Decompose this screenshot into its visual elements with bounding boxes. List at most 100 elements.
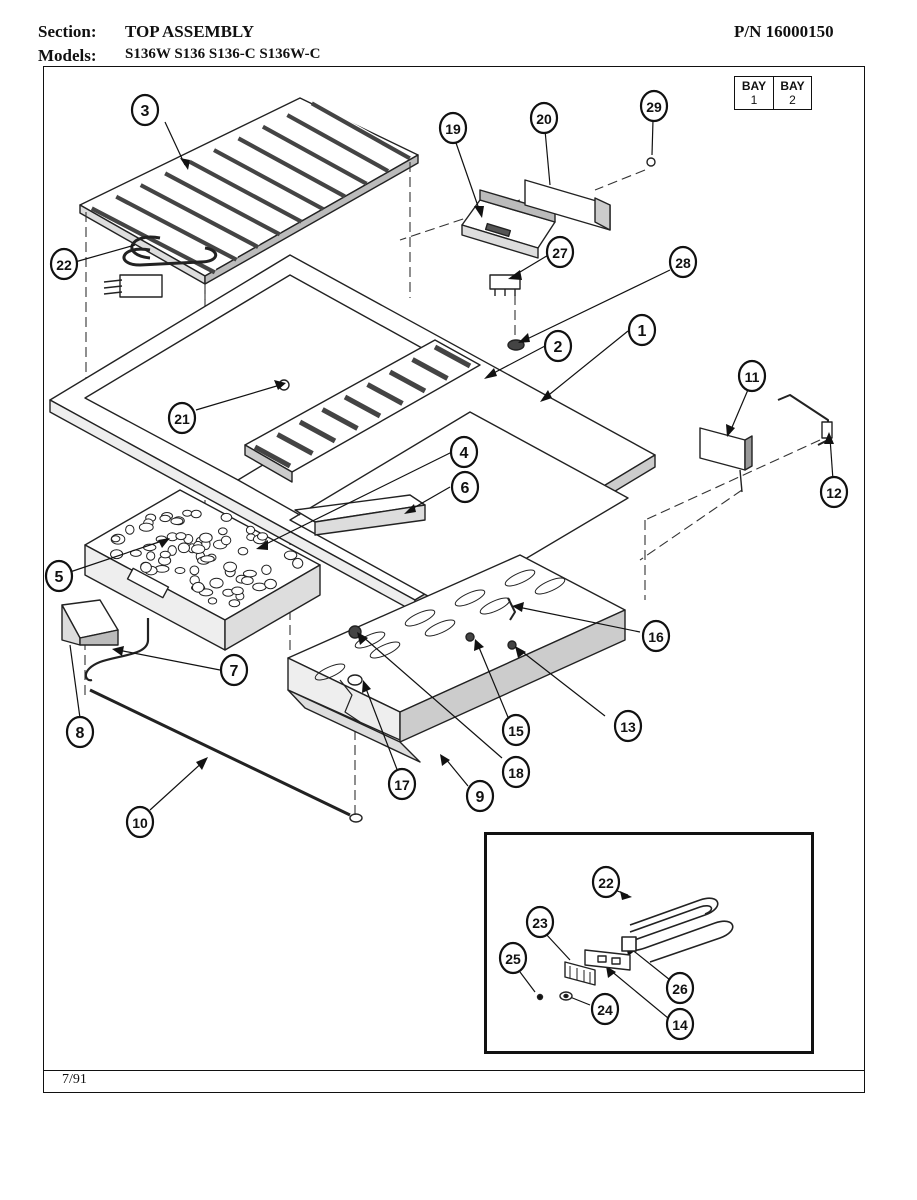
screw-29 xyxy=(646,157,656,167)
rock-tray-part xyxy=(84,489,321,651)
callout-6: 6 xyxy=(450,470,480,504)
lower-grill-grate-part xyxy=(244,339,481,483)
callout-number: 4 xyxy=(460,445,469,462)
callout-number: 19 xyxy=(445,121,461,137)
callout-number: 10 xyxy=(132,815,148,831)
callout-number: 27 xyxy=(552,245,568,261)
callout-number: 1 xyxy=(638,323,647,340)
callout-number: 7 xyxy=(230,663,239,680)
center-bracket-part xyxy=(294,494,426,536)
washer-17 xyxy=(347,674,363,686)
bottom-pan-part xyxy=(287,554,626,763)
models-label: Models: xyxy=(38,46,97,65)
callout-number: 22 xyxy=(598,875,614,891)
callout-number: 17 xyxy=(394,777,410,793)
callout-14: 14 xyxy=(665,1007,695,1041)
inset-nut-24 xyxy=(559,991,573,1001)
revision-date: 7/91 xyxy=(62,1072,87,1087)
callout-number: 29 xyxy=(646,99,662,115)
power-cord-part xyxy=(84,618,150,682)
bay-1-number: 1 xyxy=(750,93,758,107)
callout-number: 26 xyxy=(672,981,688,997)
callout-9: 9 xyxy=(465,779,495,813)
callout-number: 5 xyxy=(55,569,64,586)
callout-2: 2 xyxy=(543,329,573,363)
callout-number: 13 xyxy=(620,719,636,735)
screw-13 xyxy=(507,640,517,650)
callout-7: 7 xyxy=(219,653,249,687)
callout-23: 23 xyxy=(525,905,555,939)
heating-element-part xyxy=(103,235,218,298)
footer-divider xyxy=(43,1070,865,1071)
callout-number: 11 xyxy=(745,369,760,385)
callout-number: 6 xyxy=(461,480,470,497)
vent-cap-part xyxy=(461,189,556,259)
callout-number: 12 xyxy=(826,485,842,501)
inset-terminal-block-23 xyxy=(564,961,596,986)
bracket-20-part xyxy=(524,179,611,231)
callout-28: 28 xyxy=(668,245,698,279)
callout-number: 20 xyxy=(536,111,552,127)
section-title: TOP ASSEMBLY xyxy=(125,22,254,41)
callout-3: 3 xyxy=(130,93,160,127)
callout-19: 19 xyxy=(438,111,468,145)
element-detail-inset xyxy=(484,832,814,1054)
diagram-frame xyxy=(43,66,865,1093)
callout-number: 28 xyxy=(675,255,691,271)
callout-12: 12 xyxy=(819,475,849,509)
callout-number: 18 xyxy=(508,765,524,781)
callout-number: 25 xyxy=(505,951,521,967)
callout-27: 27 xyxy=(545,235,575,269)
callout-5: 5 xyxy=(44,559,74,593)
callout-29: 29 xyxy=(639,89,669,123)
grill-grate-part xyxy=(79,97,419,285)
rod-part xyxy=(89,688,363,823)
bay-1-label: BAY xyxy=(741,79,767,93)
callout-number: 9 xyxy=(476,789,485,806)
callout-4: 4 xyxy=(449,435,479,469)
inset-heating-element xyxy=(621,897,734,963)
callout-16: 16 xyxy=(641,619,671,653)
callout-number: 23 xyxy=(532,915,548,931)
bay-2-cell: BAY 2 xyxy=(773,77,811,109)
callout-1: 1 xyxy=(627,313,657,347)
callout-13: 13 xyxy=(613,709,643,743)
screw-15 xyxy=(465,632,475,642)
callout-25: 25 xyxy=(498,941,528,975)
callout-24: 24 xyxy=(590,992,620,1026)
bay-2-label: BAY xyxy=(780,79,805,93)
callout-26: 26 xyxy=(665,971,695,1005)
callout-number: 22 xyxy=(56,257,72,273)
callout-18: 18 xyxy=(501,755,531,789)
callout-number: 24 xyxy=(597,1002,613,1018)
callout-21: 21 xyxy=(167,401,197,435)
callout-11: 11 xyxy=(737,359,767,393)
callout-number: 2 xyxy=(554,339,563,356)
inset-bracket-14 xyxy=(584,949,631,971)
callout-number: 14 xyxy=(672,1017,688,1033)
callout-22: 22 xyxy=(49,247,79,281)
callout-number: 15 xyxy=(508,723,524,739)
callout-8: 8 xyxy=(65,715,95,749)
bracket-12-part xyxy=(777,394,833,446)
junction-box-part xyxy=(61,599,119,646)
control-11-part xyxy=(699,427,753,493)
bay-indicator: BAY 1 BAY 2 xyxy=(734,76,812,110)
section-label: Section: xyxy=(38,22,97,41)
callout-15: 15 xyxy=(501,713,531,747)
clip-16 xyxy=(507,597,516,621)
callout-number: 8 xyxy=(76,725,85,742)
callout-number: 3 xyxy=(141,103,150,120)
bay-1-cell: BAY 1 xyxy=(735,77,773,109)
inset-screw-25 xyxy=(536,993,544,1001)
models-list: S136W S136 S136-C S136W-C xyxy=(125,46,321,62)
part-number: P/N 16000150 xyxy=(734,22,834,41)
bay-2-number: 2 xyxy=(789,93,796,107)
callout-17: 17 xyxy=(387,767,417,801)
callout-20: 20 xyxy=(529,101,559,135)
callout-number: 21 xyxy=(174,411,190,427)
callout-22b: 22 xyxy=(591,865,621,899)
callout-number: 16 xyxy=(648,629,664,645)
callout-10: 10 xyxy=(125,805,155,839)
